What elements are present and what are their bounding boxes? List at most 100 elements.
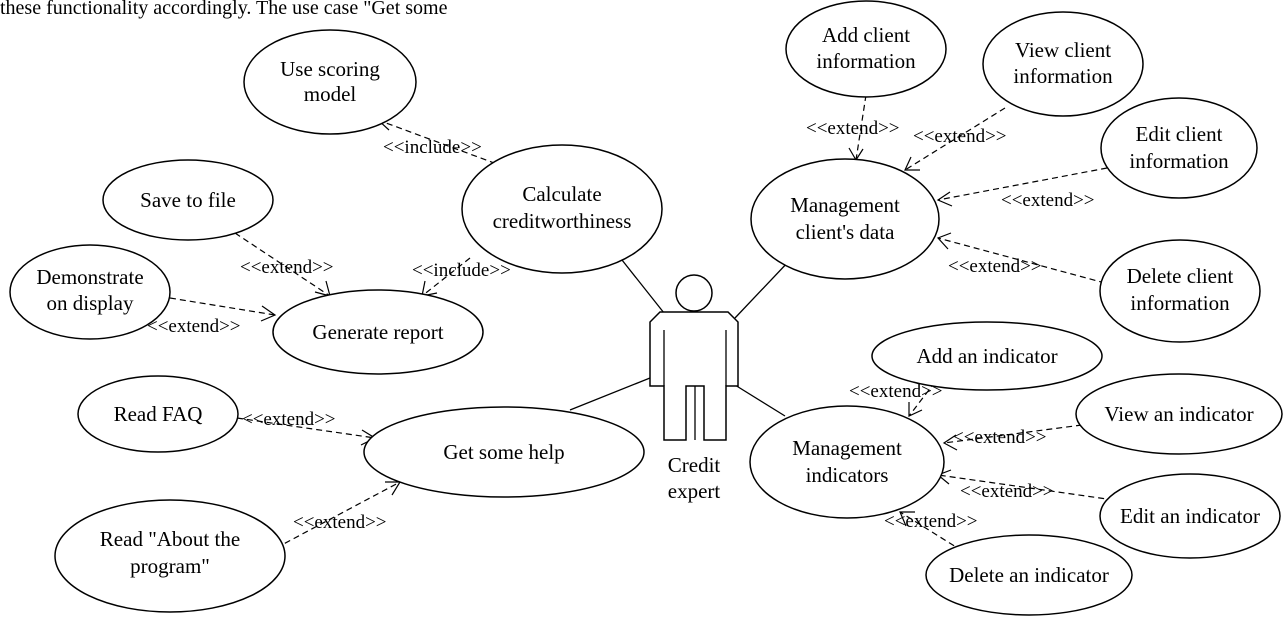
use-case-label: Use scoring (280, 57, 380, 81)
svg-text:Add an indicator: Add an indicator (916, 344, 1057, 368)
use-case-label: Generate report (312, 320, 443, 344)
svg-text:Delete an indicator: Delete an indicator (949, 563, 1109, 587)
use-case-label: Read FAQ (114, 402, 203, 426)
include-line-scoring (377, 119, 506, 168)
extend-line-faq (236, 417, 376, 439)
actor-label: Credit (668, 453, 721, 477)
use-case-label: Management (792, 436, 902, 460)
extend-line-delete-indicator (899, 511, 989, 568)
extend-arrow-display (260, 305, 277, 322)
svg-text:Add client: Add client (822, 23, 910, 47)
svg-text:Edit an indicator: Edit an indicator (1120, 504, 1260, 528)
extend-line-about (275, 481, 401, 549)
svg-text:Credit: Credit (668, 453, 721, 477)
extend-arrow-delete-indicator (899, 511, 915, 527)
svg-text:Management: Management (792, 436, 902, 460)
relationship-label-extend-add-client: <<extend>> (806, 118, 900, 139)
relationship-label-extend-edit-indicator: <<extend>> (960, 481, 1054, 502)
extend-line-add-indicator (908, 381, 936, 417)
use-case-management-clients-data (750, 158, 940, 280)
relationship-label-include-scoring: <<include>> (383, 137, 482, 158)
use-case-add-an-indicator (871, 321, 1103, 391)
extend-arrow-view-client (904, 156, 920, 171)
svg-text:on display: on display (47, 291, 134, 315)
association-line-management-clients (734, 259, 791, 319)
relationship-label-extend-faq: <<extend>> (242, 409, 336, 430)
svg-text:Read "About the: Read "About the (100, 527, 240, 551)
association-line-help (569, 377, 651, 411)
use-case-label: Delete client (1127, 264, 1234, 288)
extend-arrow-edit-client (936, 191, 953, 207)
actor-body (649, 311, 739, 441)
svg-text:information: information (816, 49, 916, 73)
use-case-get-some-help (363, 406, 645, 498)
svg-text:client's data: client's data (796, 220, 896, 244)
svg-text:information: information (1130, 291, 1230, 315)
use-case-label: Add an indicator (916, 344, 1057, 368)
use-case-edit-an-indicator (1099, 473, 1281, 559)
use-case-label: Add client (822, 23, 910, 47)
relationship-label-extend-about: <<extend>> (293, 512, 387, 533)
use-case-read-faq (77, 375, 239, 453)
use-case-label: creditworthiness (493, 209, 632, 233)
use-case-label: information (816, 49, 916, 73)
use-case-label: model (304, 82, 357, 106)
use-case-label: View an indicator (1104, 402, 1253, 426)
svg-text:Edit client: Edit client (1136, 122, 1223, 146)
svg-text:Use scoring: Use scoring (280, 57, 380, 81)
use-case-label: information (1013, 64, 1113, 88)
use-case-label: information (1129, 149, 1229, 173)
use-case-label: View client (1015, 38, 1111, 62)
extend-line-display (169, 297, 276, 316)
relationship-label-extend-edit-client: <<extend>> (1001, 190, 1095, 211)
extend-line-delete-client (937, 237, 1106, 284)
svg-text:Demonstrate: Demonstrate (36, 265, 143, 289)
use-case-label: Delete an indicator (949, 563, 1109, 587)
svg-text:Calculate: Calculate (522, 182, 601, 206)
svg-text:Delete client: Delete client (1127, 264, 1234, 288)
svg-text:model: model (304, 82, 357, 106)
actor-head (675, 274, 713, 312)
svg-text:expert: expert (668, 479, 721, 503)
use-case-label: on display (47, 291, 134, 315)
relationship-label-extend-view-indicator: <<extend>> (953, 427, 1047, 448)
svg-text:creditworthiness: creditworthiness (493, 209, 632, 233)
use-case-label: program" (130, 554, 210, 578)
use-case-label: Management (790, 193, 900, 217)
svg-text:Management: Management (790, 193, 900, 217)
use-case-label: Edit an indicator (1120, 504, 1260, 528)
extend-arrow-delete-client (936, 232, 952, 250)
use-case-save-to-file (102, 159, 274, 241)
actor-label: expert (668, 479, 721, 503)
association-line-management-indicators (734, 384, 786, 417)
use-case-calculate-creditworthiness (461, 144, 663, 274)
use-case-label: information (1130, 291, 1230, 315)
svg-text:information: information (1129, 149, 1229, 173)
relationship-label-extend-save: <<extend>> (240, 257, 334, 278)
use-case-add-client-information (785, 0, 947, 98)
relationship-label-extend-delete-indicator: <<extend>> (884, 511, 978, 532)
use-case-edit-client-information (1100, 97, 1258, 199)
svg-text:Read FAQ: Read FAQ (114, 402, 203, 426)
use-case-label: client's data (796, 220, 896, 244)
use-case-use-scoring-model (243, 29, 417, 135)
extend-arrow-view-indicator (942, 434, 958, 451)
top-paragraph-text: these functionality accordingly. The use… (0, 0, 448, 19)
svg-text:indicators: indicators (806, 463, 889, 487)
use-case-label: Calculate (522, 182, 601, 206)
use-case-label: Save to file (140, 188, 236, 212)
svg-text:information: information (1013, 64, 1113, 88)
include-line-report (421, 257, 471, 297)
credit-expert-actor (649, 274, 739, 441)
svg-text:Save to file: Save to file (140, 188, 236, 212)
use-case-view-client-information (982, 11, 1144, 117)
svg-text:Get some help: Get some help (443, 440, 564, 464)
association-line-calculate (621, 259, 669, 319)
use-case-demonstrate-on-display (9, 244, 171, 340)
extend-arrow-about (385, 481, 402, 496)
svg-text:View an indicator: View an indicator (1104, 402, 1253, 426)
use-case-view-an-indicator (1075, 373, 1283, 455)
relationship-label-include-report: <<include>> (412, 260, 511, 281)
relationship-label-extend-add-indicator: <<extend>> (849, 381, 943, 402)
